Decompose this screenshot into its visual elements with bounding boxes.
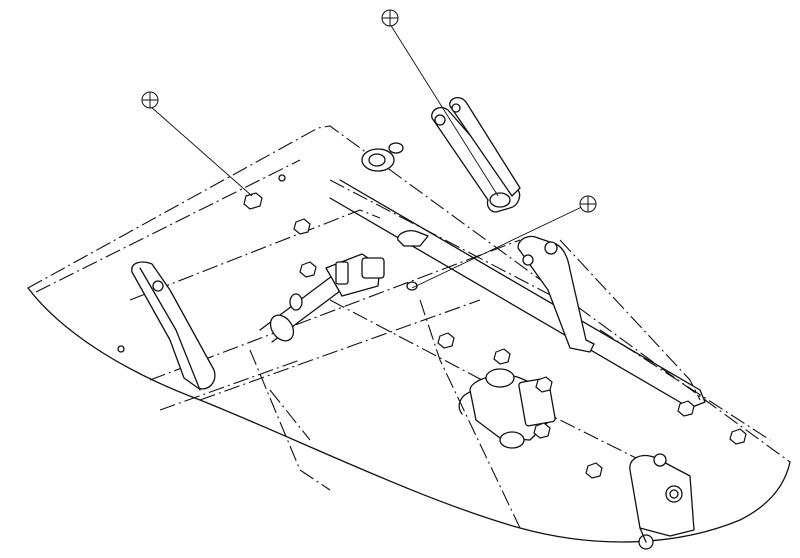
bolt-6 [535,376,553,393]
bolt-9 [677,400,695,417]
bolt-2 [293,218,311,235]
pivot-boss-top [361,142,404,172]
callout-top [381,9,399,27]
link-bracket [431,96,521,213]
bolt-3 [299,261,317,278]
callout-left [141,91,159,109]
callout-right [579,195,597,213]
bolt-7 [533,422,551,439]
bolt-10 [729,428,747,445]
bolt-5 [493,348,511,365]
cross-tube [329,179,706,409]
bolt-4 [437,332,455,349]
clip-pin [397,230,429,291]
right-upright-bracket [517,235,595,353]
bolt-8 [585,462,603,479]
drive-shaft [259,253,385,343]
bolt-1 [243,192,263,210]
leader-lines [149,23,589,289]
left-arm-bracket [131,261,216,391]
fasteners [117,174,747,479]
lower-right-mount [629,453,695,550]
